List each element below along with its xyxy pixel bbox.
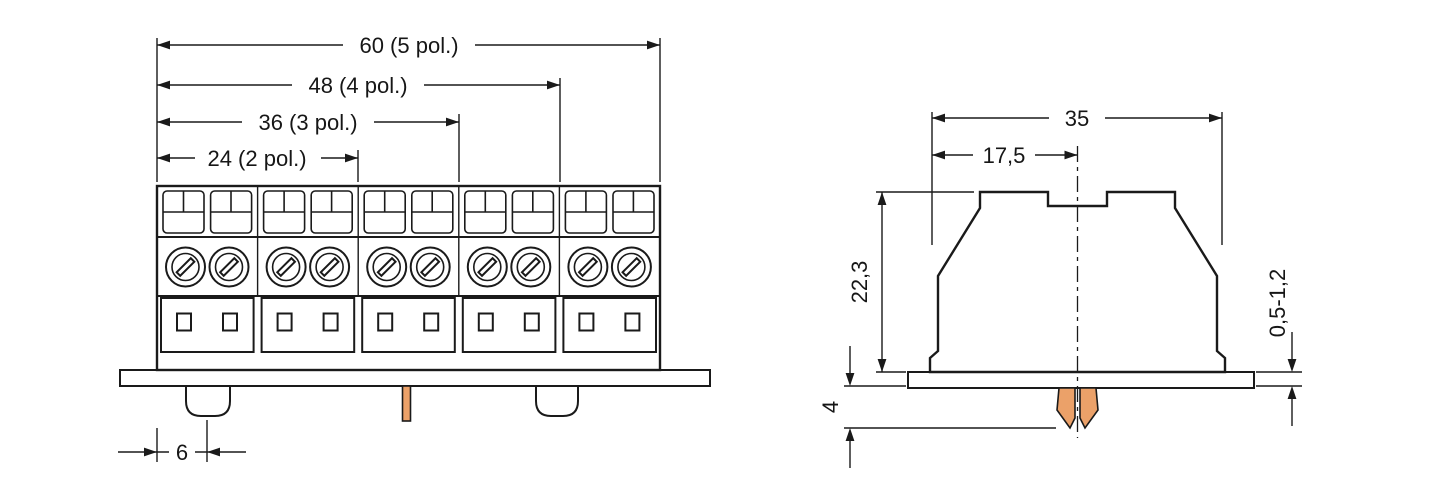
dim-label-17-5: 17,5 <box>983 143 1026 168</box>
dimension-60-5pol: 60 (5 pol.) <box>157 31 660 59</box>
dim-label-35: 35 <box>1065 106 1089 131</box>
dimension-48-4pol: 48 (4 pol.) <box>157 71 560 99</box>
arrow-left-icon <box>207 447 220 457</box>
arrow-down-icon <box>845 373 855 386</box>
arrow-up-icon <box>877 192 887 205</box>
arrow-right-icon <box>345 153 358 163</box>
arrow-left-icon <box>157 40 170 50</box>
arrow-right-icon <box>1064 150 1078 160</box>
arrow-left-icon <box>157 117 170 127</box>
dim-label-36-3pol: 36 (3 pol.) <box>258 110 357 135</box>
terminal-block-body-outline <box>155 184 662 372</box>
arrow-left-icon <box>157 153 170 163</box>
arrow-down-icon <box>1287 359 1297 372</box>
dimension-6: 6 <box>118 420 246 465</box>
arrow-right-icon <box>446 117 459 127</box>
dimension-22-3: 22,3 <box>847 191 974 373</box>
dimension-24-2pol: 24 (2 pol.) <box>157 144 358 172</box>
dimension-35: 35 <box>931 104 1223 245</box>
front-top-dimensions: 60 (5 pol.) 48 (4 pol.) 36 (3 pol.) <box>156 31 661 182</box>
dim-label-24-2pol: 24 (2 pol.) <box>207 146 306 171</box>
dim-label-60-5pol: 60 (5 pol.) <box>359 33 458 58</box>
dim-label-22-3: 22,3 <box>847 261 872 304</box>
arrow-left-icon <box>157 80 170 90</box>
snap-in-foot-left <box>185 385 231 417</box>
arrow-left-icon <box>932 150 945 160</box>
arrow-right-icon <box>647 40 660 50</box>
arrow-up-icon <box>845 428 855 441</box>
dim-label-4: 4 <box>818 401 843 413</box>
dim-label-0-5-1-2: 0,5-1,2 <box>1265 269 1290 338</box>
dimension-4: 4 <box>818 346 1056 468</box>
mounting-plate-front <box>119 369 711 387</box>
terminal-block-front <box>155 184 662 372</box>
arrow-right-icon <box>144 447 157 457</box>
snap-foot-prong-right <box>1079 387 1099 430</box>
front-view: 60 (5 pol.) 48 (4 pol.) 36 (3 pol.) <box>118 31 711 465</box>
arrow-up-icon <box>1287 386 1297 399</box>
arrow-down-icon <box>877 359 887 372</box>
dimension-0-5-1-2: 0,5-1,2 <box>1256 269 1302 426</box>
arrow-right-icon <box>547 80 560 90</box>
arrow-right-icon <box>1209 113 1222 123</box>
dim-label-48-4pol: 48 (4 pol.) <box>308 73 407 98</box>
arrow-left-icon <box>932 113 945 123</box>
dimension-17-5: 17,5 <box>932 141 1078 169</box>
dimension-36-3pol: 36 (3 pol.) <box>157 108 459 136</box>
mounting-plate-side <box>907 371 1255 389</box>
dim-label-6: 6 <box>176 440 188 465</box>
snap-foot-prong-left <box>1056 387 1076 430</box>
snap-foot-pin-front <box>401 385 412 422</box>
side-view: 35 17,5 22,3 <box>818 104 1302 468</box>
snap-in-foot-right <box>535 385 579 417</box>
